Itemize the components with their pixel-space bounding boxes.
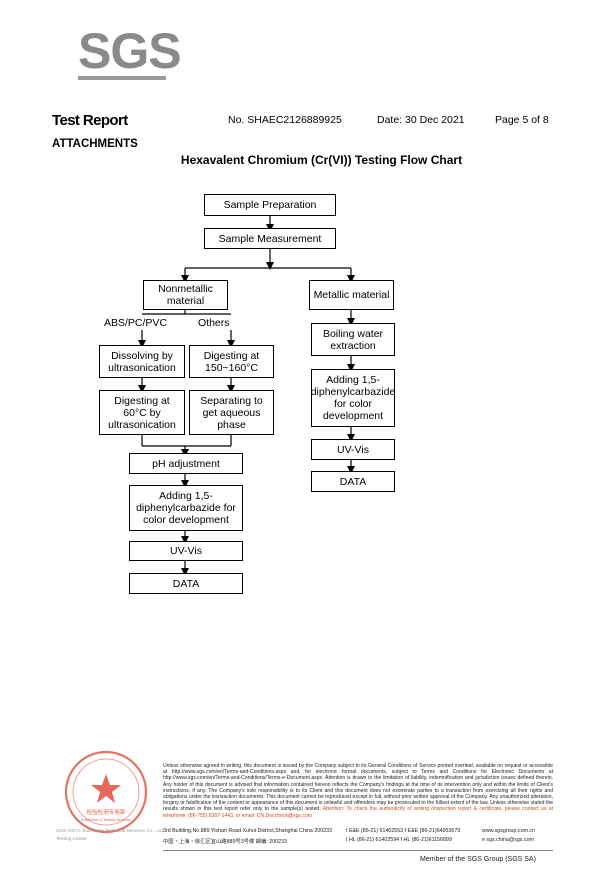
sample-preparation-box: Sample Preparation <box>204 194 336 216</box>
abs-pc-pvc-label: ABS/PC/PVC <box>104 317 168 329</box>
data-right-box: DATA <box>311 471 395 492</box>
page-number: Page 5 of 8 <box>495 114 549 126</box>
member-statement: Member of the SGS Group (SGS SA) <box>420 856 536 863</box>
boiling-water-box: Boiling water extraction <box>311 323 395 356</box>
sample-measurement-box: Sample Measurement <box>204 228 336 249</box>
report-date: Date: 30 Dec 2021 <box>377 114 465 126</box>
attention-text: Attention: To check the authenticity of … <box>163 806 553 819</box>
dissolving-box: Dissolving by ultrasonication <box>99 345 185 378</box>
report-number: No. SHAEC2126889925 <box>228 114 342 126</box>
others-label: Others <box>198 317 230 329</box>
adding-dpc-right-box: Adding 1,5-diphenylcarbazide for color d… <box>311 369 395 427</box>
legal-notice: Unless otherwise agreed in writing, this… <box>163 763 553 819</box>
legal-text: Unless otherwise agreed in writing, this… <box>163 763 553 813</box>
nonmetallic-material-box: Nonmetallic material <box>143 280 228 310</box>
logo-underline <box>78 76 166 80</box>
stamp-text: 检验检测专用章 <box>87 808 126 816</box>
address-en: 3rd Building,No.889 Yishan Road Xuhui Di… <box>163 828 333 834</box>
chart-title: Hexavalent Chromium (Cr(VI)) Testing Flo… <box>180 153 463 167</box>
metallic-material-box: Metallic material <box>309 280 394 310</box>
uvvis-right-box: UV-Vis <box>311 439 395 460</box>
digesting-60-box: Digesting at 60°C by ultrasonication <box>99 390 185 435</box>
report-title: Test Report <box>52 112 128 129</box>
official-stamp: 检验检测专用章 Inspection & Testing Services <box>64 750 148 834</box>
footer-divider <box>163 850 553 851</box>
email-link[interactable]: e sgs.china@sgs.com <box>482 837 534 843</box>
website-link[interactable]: www.sgsgroup.com.cn <box>482 828 535 834</box>
ph-adjustment-box: pH adjustment <box>129 453 243 474</box>
address-cn: 中国・上海・徐汇区宜山路889号3号楼 邮编: 200233 <box>163 839 287 845</box>
attachments-heading: ATTACHMENTS <box>52 138 138 150</box>
logo-text: SGS <box>78 23 182 79</box>
data-left-box: DATA <box>129 573 243 594</box>
phone-hl: t HL (86-21) 61402594 f HL (86-21)611568… <box>346 837 452 843</box>
stamp-subtext: Inspection & Testing Services <box>81 818 131 822</box>
adding-dpc-left-box: Adding 1,5-diphenylcarbazide for color d… <box>129 485 243 531</box>
company-side-label: SGS-CSTC Standards Technical Services Co… <box>56 829 165 834</box>
testing-center-label: Testing Center <box>56 837 87 842</box>
phone-ee: t E&E (86-21) 61402553 f E&E (86-21)6495… <box>346 828 461 834</box>
separating-box: Separating to get aqueous phase <box>189 390 274 435</box>
sgs-logo: SGS <box>78 23 182 82</box>
uvvis-left-box: UV-Vis <box>129 541 243 561</box>
digesting-150-box: Digesting at 150~160°C <box>189 345 274 378</box>
